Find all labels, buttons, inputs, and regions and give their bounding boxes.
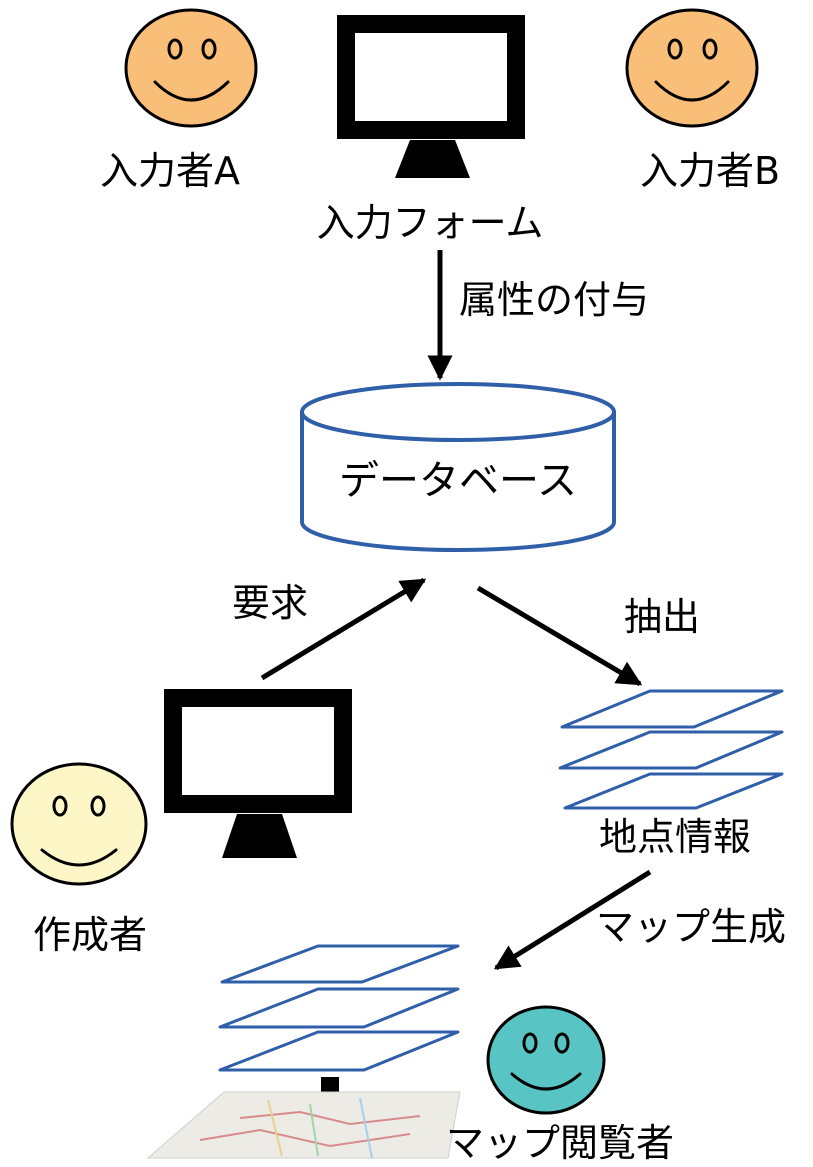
inputter-b-smiley-icon [625, 8, 759, 128]
request-label: 要求 [232, 581, 308, 625]
database-icon [300, 382, 616, 552]
inputter-a-label: 入力者A [100, 149, 240, 193]
request-arrow [260, 577, 427, 681]
map-image-icon [146, 1091, 461, 1159]
inputter-a-smiley-icon [124, 8, 258, 128]
extract-arrow [476, 585, 643, 687]
creator-monitor-icon [164, 689, 352, 858]
input-form-label: 入力フォーム [317, 201, 544, 245]
creator-smiley-icon [10, 762, 148, 886]
map-generate-label: マップ生成 [596, 905, 786, 949]
location-info-layers-icon [558, 689, 784, 810]
inputter-b-label: 入力者B [640, 149, 780, 193]
input-form-monitor-icon [337, 15, 525, 178]
map-viewer-smiley-icon [486, 1005, 606, 1115]
map-viewer-label: マップ閲覧者 [446, 1121, 674, 1165]
extract-label: 抽出 [624, 595, 700, 639]
creator-label: 作成者 [33, 913, 147, 957]
database-label: データベース [339, 458, 577, 504]
location-info-label: 地点情報 [599, 815, 751, 859]
attribute-assign-label: 属性の付与 [459, 278, 649, 322]
map-generate-arrow [493, 869, 652, 971]
map-layers-icon [218, 944, 460, 1072]
